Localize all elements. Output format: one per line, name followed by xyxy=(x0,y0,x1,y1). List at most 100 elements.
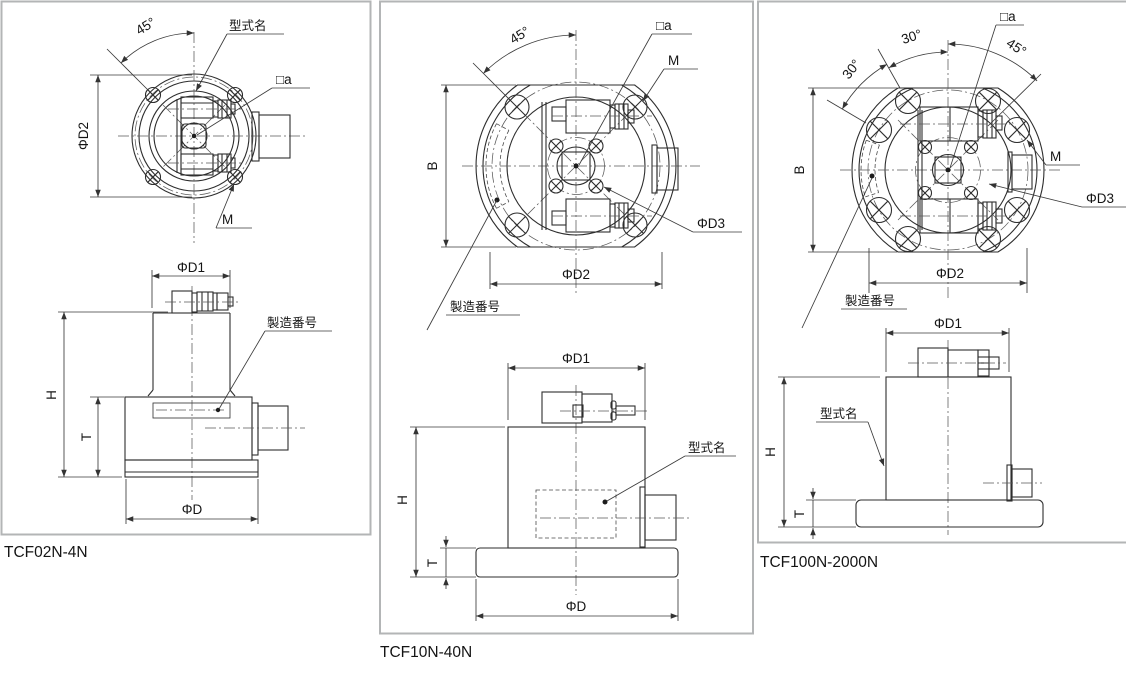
panel-frame-tcf100n xyxy=(757,0,1126,544)
top-terminal-assembly xyxy=(165,290,240,314)
leader-serial: 製造番号 xyxy=(801,177,907,329)
dimension-h: H xyxy=(763,376,880,528)
dimension-dia2: ΦD2 xyxy=(868,248,1028,293)
dimension-h: H xyxy=(44,311,168,478)
body-outline xyxy=(124,312,259,478)
side-connector xyxy=(1007,151,1033,193)
width-b-label: B xyxy=(792,165,807,174)
model-name-label: 型式名 xyxy=(820,406,858,421)
height-label: H xyxy=(763,447,778,457)
model-caption-tcf10n: TCF10N-40N xyxy=(380,644,472,661)
width-b-label: B xyxy=(425,161,440,170)
tcf10n-side-view: ΦD1 型式名 H T ΦD xyxy=(395,351,736,621)
dimension-angle45: 45° xyxy=(947,35,1042,127)
clamp-bolt-bottom xyxy=(552,202,652,229)
dia2-label: ΦD2 xyxy=(936,266,964,281)
clamp-bolt-top xyxy=(552,103,652,130)
model-caption-tcf100n: TCF100N-2000N xyxy=(760,554,878,571)
square-a-label: □a xyxy=(276,72,292,87)
angle45-label: 45° xyxy=(1004,35,1029,59)
dia1-label: ΦD1 xyxy=(177,260,205,275)
clamp-plate-and-brackets xyxy=(176,96,214,176)
dimension-dia: ΦD xyxy=(475,579,679,621)
dimension-t: T xyxy=(79,396,124,477)
tcf02n-side-view: ΦD1 製造番号 H T ΦD xyxy=(44,260,332,524)
height-label: H xyxy=(395,495,410,505)
dimension-angle45: 45° xyxy=(106,14,195,93)
leader-thread-m: M xyxy=(215,183,252,229)
side-connector xyxy=(205,402,305,456)
dia3-label: ΦD3 xyxy=(697,216,725,231)
body-outline xyxy=(855,376,1044,528)
side-connector xyxy=(251,111,291,162)
dia2-label: ΦD2 xyxy=(562,267,590,282)
flange-bolt-holes xyxy=(504,94,648,238)
dia1-label: ΦD1 xyxy=(934,316,962,331)
leader-serial: 製造番号 xyxy=(215,316,332,413)
square-a-label: □a xyxy=(656,18,672,33)
leader-model-name: 型式名 xyxy=(816,406,885,467)
leader-square-a: □a xyxy=(578,18,692,166)
dimension-angle30-lower: 30° xyxy=(826,57,888,124)
clamp-bolt-top xyxy=(900,109,1012,139)
leader-thread-m: M xyxy=(1026,139,1080,166)
model-name-label: 型式名 xyxy=(688,440,726,455)
dimension-angle30-upper: 30° xyxy=(877,26,949,89)
dimension-b: B xyxy=(425,84,516,248)
thickness-label: T xyxy=(79,433,94,441)
leader-thread-m: M xyxy=(642,53,698,102)
leader-dia3: ΦD3 xyxy=(988,183,1126,208)
dia2-label: ΦD2 xyxy=(76,122,91,150)
center-boss xyxy=(547,137,605,195)
tcf100n-top-view: B ΦD2 45° 30° 30° □a xyxy=(792,9,1126,329)
tcf100n-side-view: ΦD1 型式名 H T xyxy=(763,316,1044,539)
leader-square-a: □a xyxy=(196,72,310,136)
serial-label: 製造番号 xyxy=(845,294,895,308)
tcf02n-top-view: ΦD2 45° 型式名 □a M xyxy=(76,14,310,243)
dimension-dia1: ΦD1 xyxy=(507,351,646,420)
side-connector xyxy=(983,464,1042,502)
dia-label: ΦD xyxy=(182,502,203,517)
thread-m-label: M xyxy=(1050,149,1061,164)
angle30-label: 30° xyxy=(839,57,863,82)
flange-bolt-holes xyxy=(865,87,1031,253)
angle45-label: 45° xyxy=(507,23,532,47)
model-name-label: 型式名 xyxy=(229,18,267,33)
serial-label: 製造番号 xyxy=(450,300,500,314)
dimension-h: H xyxy=(395,426,505,578)
thickness-label: T xyxy=(792,510,807,518)
panel-frame-tcf02n xyxy=(0,0,372,536)
top-terminal-assembly xyxy=(541,391,650,424)
leader-model-name: 型式名 xyxy=(602,440,736,505)
dia-label: ΦD xyxy=(566,599,587,614)
leader-model-name: 型式名 xyxy=(195,18,284,92)
side-connector xyxy=(540,486,690,548)
thread-m-label: M xyxy=(222,212,233,227)
serial-label: 製造番号 xyxy=(267,316,317,330)
leader-serial: 製造番号 xyxy=(426,199,520,331)
height-label: H xyxy=(44,390,59,400)
serial-plate-area xyxy=(860,139,880,198)
dia3-label: ΦD3 xyxy=(1086,191,1114,206)
thickness-label: T xyxy=(425,559,440,567)
clamp-bolt-bottom xyxy=(900,201,1012,231)
clamp-bolt-bottom xyxy=(168,153,242,173)
square-a-label: □a xyxy=(1000,9,1016,24)
side-connector xyxy=(651,144,679,194)
body-outline xyxy=(475,426,679,578)
tcf10n-top-view: B ΦD2 45° □a M ΦD3 xyxy=(425,18,742,331)
leader-dia3: ΦD3 xyxy=(603,186,742,233)
dimension-dia2: ΦD2 xyxy=(76,74,192,198)
thread-m-label: M xyxy=(668,53,679,68)
center-boss xyxy=(180,122,208,150)
top-terminal-assembly xyxy=(908,347,1006,378)
dimension-dia2: ΦD2 xyxy=(489,252,663,289)
angle30-label: 30° xyxy=(900,26,924,47)
model-caption-tcf02n: TCF02N-4N xyxy=(4,544,88,561)
dia1-label: ΦD1 xyxy=(562,351,590,366)
dimension-dia1: ΦD1 xyxy=(151,260,231,308)
angle45-label: 45° xyxy=(133,14,158,38)
panel-frame-tcf10n xyxy=(379,0,754,635)
